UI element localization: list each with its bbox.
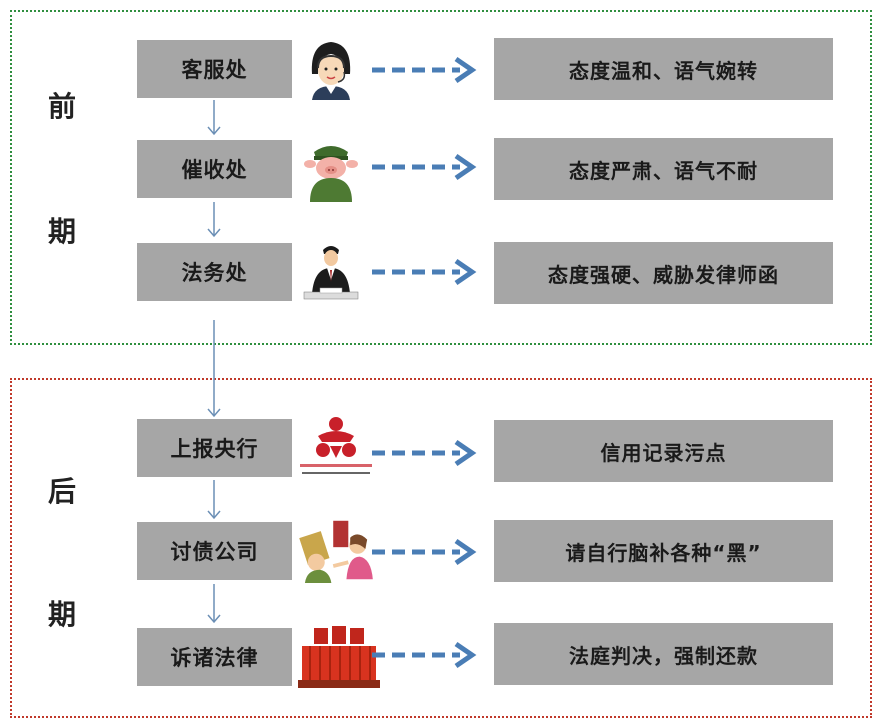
lawyer-icon — [298, 238, 364, 304]
stage-box: 客服处 — [137, 40, 292, 98]
stage-box: 催收处 — [137, 140, 292, 198]
debt-collection-icon — [295, 517, 379, 583]
early-phase-section — [10, 10, 872, 345]
late-phase-section — [10, 378, 872, 718]
phase-label-early-2: 期 — [48, 215, 77, 248]
stage-box: 法务处 — [137, 243, 292, 301]
dashed-arrow-icon — [372, 153, 477, 181]
customer-service-agent-icon — [298, 34, 364, 100]
result-box: 态度强硬、威胁发律师函 — [494, 242, 833, 304]
result-box: 法庭判决，强制还款 — [494, 623, 833, 685]
down-arrow-icon — [207, 100, 221, 136]
phase-label-late-1: 后 — [48, 475, 77, 508]
down-arrow-icon — [207, 480, 221, 520]
down-arrow-icon — [207, 320, 221, 418]
result-box: 请自行脑补各种“黑” — [494, 520, 833, 582]
phase-label-late-2: 期 — [48, 598, 77, 631]
dashed-arrow-icon — [372, 56, 477, 84]
result-box: 态度温和、语气婉转 — [494, 38, 833, 100]
result-box: 信用记录污点 — [494, 420, 833, 482]
down-arrow-icon — [207, 584, 221, 624]
stage-box: 上报央行 — [137, 419, 292, 477]
dashed-arrow-icon — [372, 439, 477, 467]
result-box: 态度严肃、语气不耐 — [494, 138, 833, 200]
stage-box: 讨债公司 — [137, 522, 292, 580]
dashed-arrow-icon — [372, 641, 477, 669]
dashed-arrow-icon — [372, 538, 477, 566]
phase-label-early-1: 前 — [48, 90, 77, 123]
down-arrow-icon — [207, 202, 221, 238]
dashed-arrow-icon — [372, 258, 477, 286]
stage-box: 诉诸法律 — [137, 628, 292, 686]
court-icon — [296, 624, 382, 690]
central-bank-logo-icon — [296, 414, 376, 480]
collector-icon — [298, 136, 364, 202]
